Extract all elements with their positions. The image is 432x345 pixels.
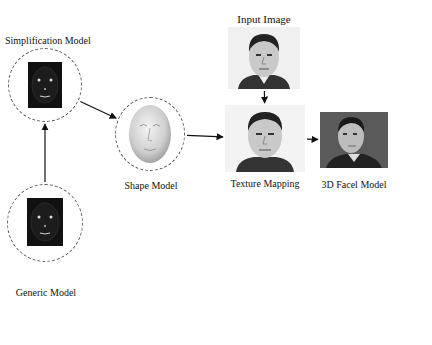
face-model: 3D Facel Model bbox=[320, 112, 388, 168]
shape-image bbox=[129, 105, 171, 163]
texture-mapping: Texture Mapping bbox=[225, 105, 305, 172]
model-render bbox=[320, 112, 388, 168]
node-label: 3D Facel Model bbox=[322, 179, 387, 191]
node-label: Simplification Model bbox=[5, 35, 91, 47]
node-label: Input Image bbox=[237, 13, 290, 25]
node-label: Shape Model bbox=[124, 180, 177, 192]
node-label: Generic Model bbox=[16, 287, 76, 299]
flow-arrow bbox=[44, 124, 45, 182]
simplification-image bbox=[28, 62, 62, 108]
texture-photo bbox=[225, 105, 305, 172]
input-image: Input Image bbox=[228, 27, 300, 89]
node-label: Texture Mapping bbox=[230, 178, 299, 190]
input-photo bbox=[228, 27, 300, 89]
shape-model: Shape Model bbox=[115, 97, 185, 171]
generic-model: Generic Model bbox=[7, 184, 83, 262]
generic-image bbox=[27, 198, 63, 246]
flow-arrow bbox=[80, 101, 116, 118]
flow-arrow bbox=[307, 139, 318, 140]
flow-arrow bbox=[264, 91, 265, 103]
simplification-model: Simplification Model bbox=[8, 48, 82, 122]
flow-arrow bbox=[187, 135, 223, 136]
